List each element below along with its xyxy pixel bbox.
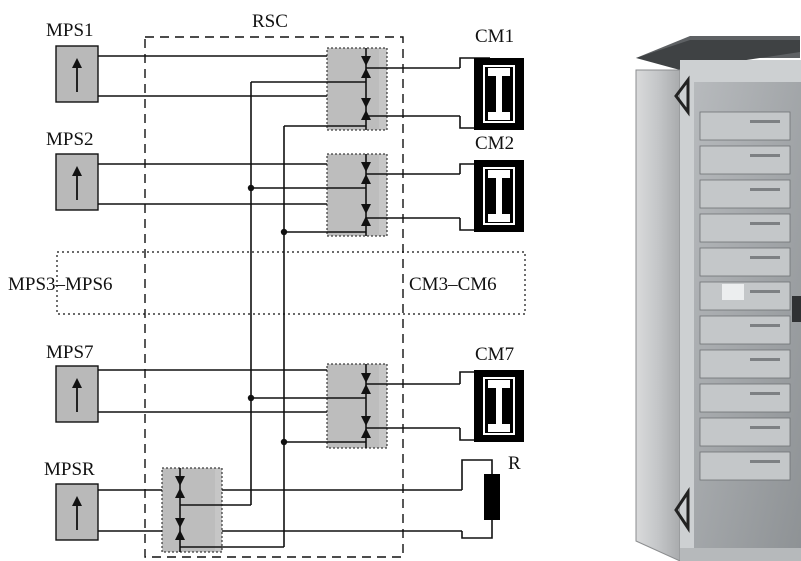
mps7-box	[55, 365, 99, 423]
switch-block-r	[161, 467, 223, 553]
resistor-label: R	[508, 453, 521, 474]
magnet-core-icon	[474, 160, 524, 232]
switch-block-2	[326, 153, 388, 237]
cm2-label: CM2	[475, 133, 514, 154]
cm1-label: CM1	[475, 26, 514, 47]
mpsr-box	[55, 483, 99, 541]
up-arrow-icon	[72, 58, 82, 92]
junction-dot	[280, 438, 288, 446]
magnet-core-icon	[474, 370, 524, 442]
rack-unit-details	[750, 120, 780, 463]
mps1-label: MPS1	[46, 20, 94, 41]
rsc-label: RSC	[252, 11, 288, 32]
junction-dot	[247, 184, 255, 192]
mps1-box	[55, 45, 99, 103]
hinge-icon	[674, 75, 690, 117]
up-arrow-icon	[72, 496, 82, 530]
mps7-label: MPS7	[46, 342, 94, 363]
group-left-label: MPS3–MPS6	[8, 274, 113, 295]
door-handle	[792, 296, 801, 322]
switch-contact-icon	[361, 364, 371, 448]
mps2-label: MPS2	[46, 129, 94, 150]
cabinet-photo	[635, 36, 801, 561]
rack-units	[699, 111, 791, 481]
switch-contact-icon	[361, 154, 371, 236]
schematic: RSC MPS3–MPS6 CM3–CM6 MPS1 MPS2 M	[8, 11, 526, 558]
group-right-label: CM3–CM6	[409, 274, 497, 295]
up-arrow-icon	[72, 166, 82, 200]
hinge-icon	[674, 487, 690, 533]
switch-block-1	[326, 47, 388, 131]
switch-block-7	[326, 363, 388, 449]
mpsr-label: MPSR	[44, 459, 95, 480]
magnet-core-icon	[474, 58, 524, 130]
rsc-boundary	[144, 36, 404, 558]
resistor-icon	[484, 474, 500, 520]
cm7-label: CM7	[475, 344, 514, 365]
switch-contact-icon	[175, 468, 185, 552]
junction-dot	[280, 228, 288, 236]
junction-dot	[247, 394, 255, 402]
up-arrow-icon	[72, 378, 82, 412]
mps2-box	[55, 153, 99, 211]
